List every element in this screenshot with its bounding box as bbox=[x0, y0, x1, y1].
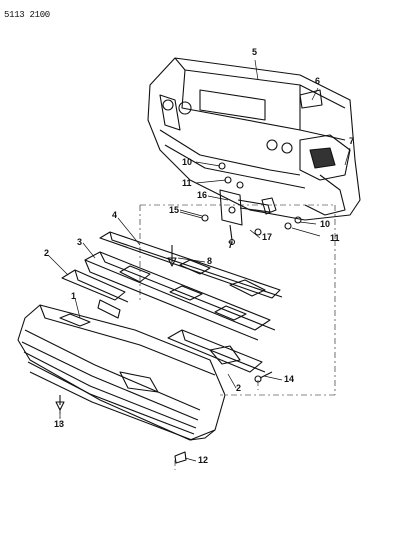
callout-12: 12 bbox=[198, 455, 209, 465]
callout-9: 8 bbox=[207, 256, 213, 266]
callout-15: 15 bbox=[169, 205, 180, 215]
callout-16: 16 bbox=[197, 190, 208, 200]
callout-14: 14 bbox=[284, 374, 295, 384]
energy-absorber bbox=[84, 251, 276, 341]
callout-2b: 2 bbox=[236, 383, 242, 393]
rear-body-panel bbox=[147, 57, 361, 221]
callout-8: 7 bbox=[228, 240, 234, 250]
right-bracket bbox=[167, 329, 266, 373]
callout-1: 1 bbox=[71, 291, 77, 301]
leader-lines bbox=[47, 59, 351, 462]
callout-17: 17 bbox=[262, 232, 273, 242]
bracket-assembly bbox=[219, 189, 277, 246]
callout-4: 4 bbox=[112, 210, 118, 220]
callout-7: 7 bbox=[349, 136, 355, 146]
phantom-lines bbox=[59, 204, 336, 470]
callout-3: 3 bbox=[77, 237, 83, 247]
callout-11b: 11 bbox=[330, 233, 340, 243]
upper-rail bbox=[99, 231, 283, 299]
callout-5: 5 bbox=[252, 47, 258, 57]
callout-13: 13 bbox=[54, 419, 65, 429]
callout-11a: 11 bbox=[182, 178, 192, 188]
callout-10a: 10 bbox=[182, 157, 193, 167]
callout-10b: 10 bbox=[320, 219, 331, 229]
diagram-code: 5113 2100 bbox=[4, 10, 50, 20]
callout-6: 6 bbox=[315, 76, 321, 86]
callout-2a: 2 bbox=[44, 248, 50, 258]
bumper-fascia bbox=[17, 304, 226, 441]
left-bracket bbox=[61, 269, 129, 319]
